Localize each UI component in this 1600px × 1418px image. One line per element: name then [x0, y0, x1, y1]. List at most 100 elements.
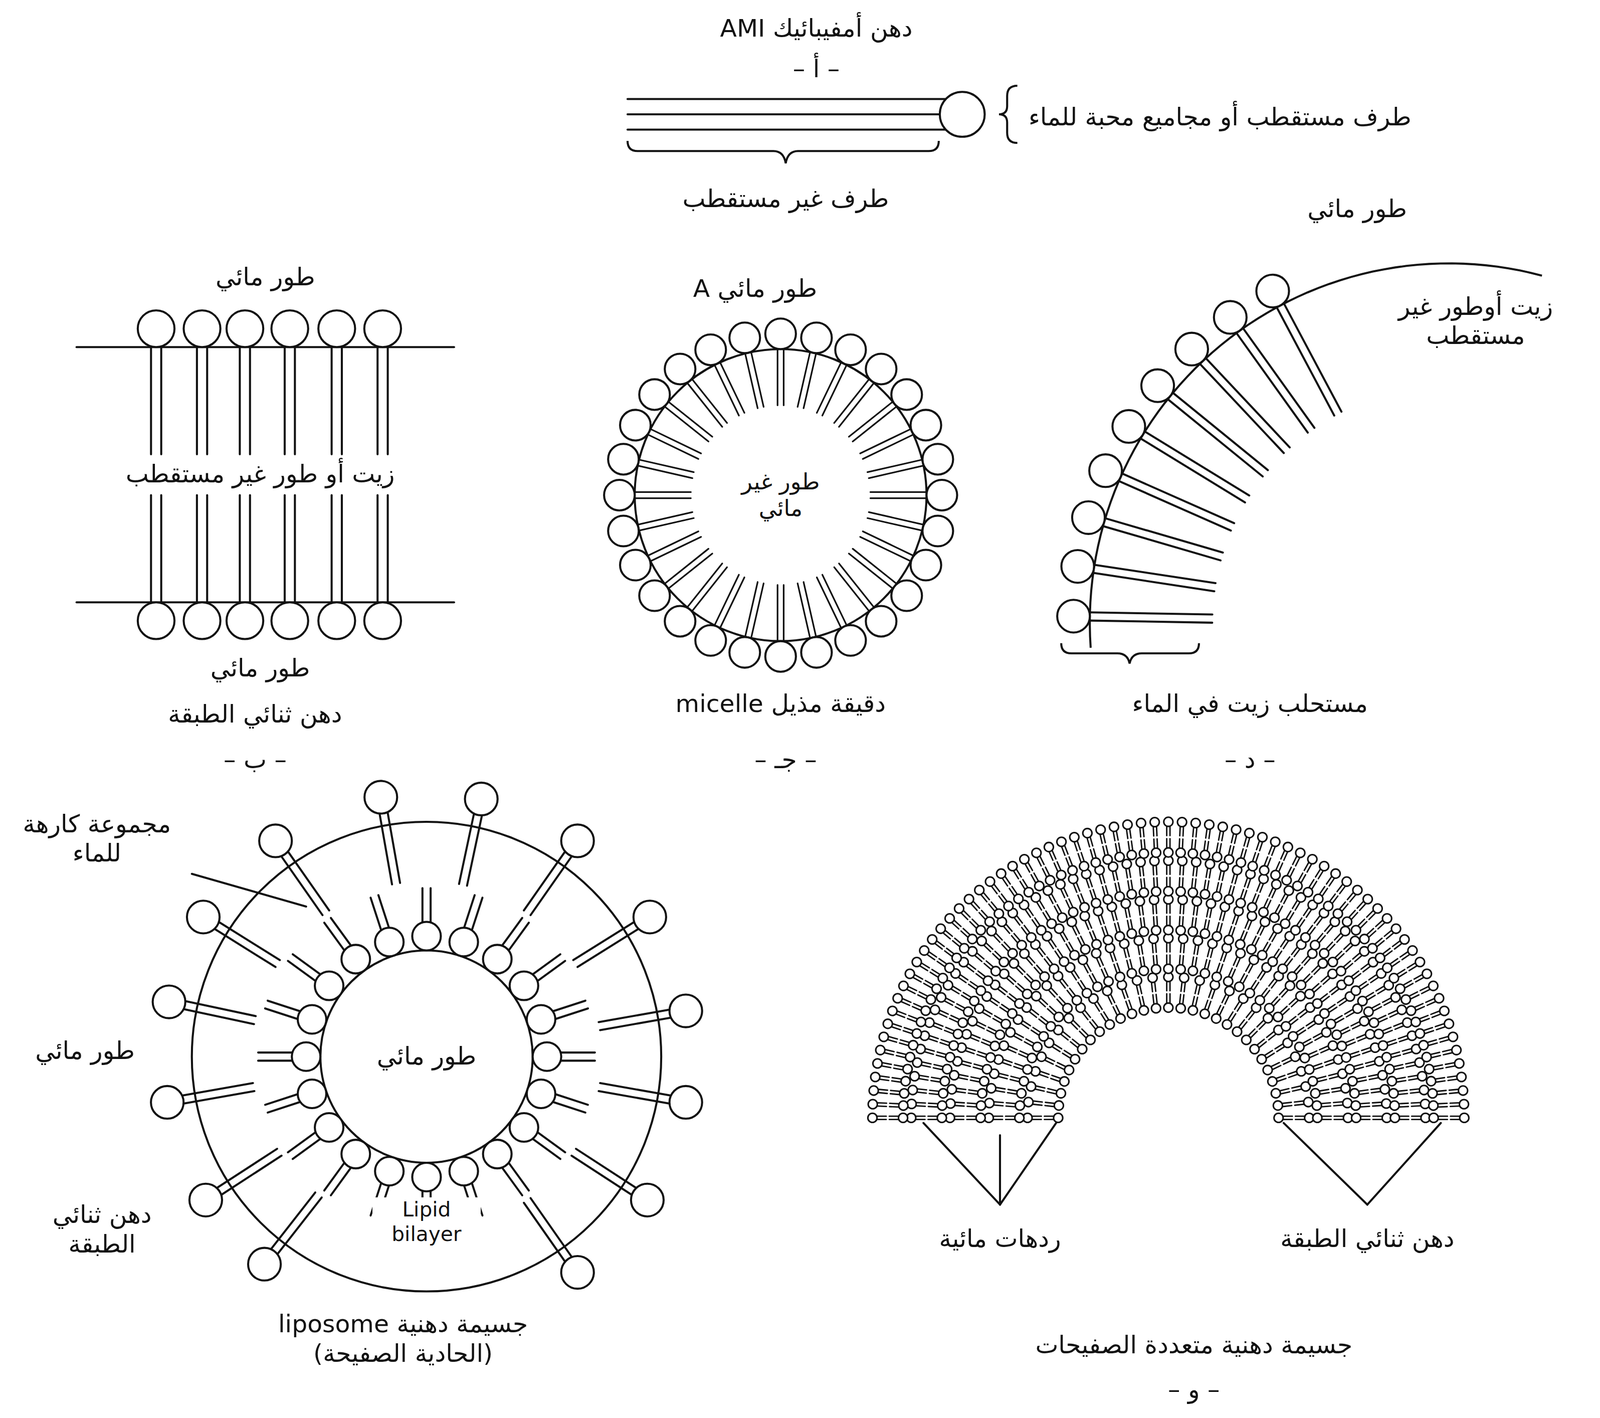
polar-head: [1382, 913, 1392, 923]
line-stroke: [967, 1102, 977, 1104]
line-stroke: [1179, 993, 1181, 1004]
polar-head: [944, 913, 954, 923]
polar-head: [1312, 1100, 1322, 1110]
line-stroke: [1436, 1080, 1446, 1083]
line-stroke: [1228, 845, 1231, 855]
line-stroke: [991, 901, 998, 909]
line-stroke: [933, 1067, 943, 1070]
line-stroke: [1351, 1021, 1360, 1026]
polar-head: [1456, 1072, 1466, 1082]
line-stroke: [1154, 981, 1156, 991]
line-stroke: [1240, 848, 1244, 858]
line-stroke: [1295, 1115, 1305, 1117]
polar-head: [1428, 980, 1438, 990]
line-stroke: [1346, 1042, 1356, 1046]
polar-head: [1023, 1064, 1033, 1074]
line-stroke: [966, 965, 974, 972]
line-stroke: [664, 406, 709, 442]
line-stroke: [1167, 398, 1264, 477]
polar-head: [1082, 987, 1092, 997]
polar-head: [990, 1041, 1000, 1051]
line-stroke: [1155, 993, 1157, 1004]
polar-head: [561, 824, 594, 857]
line-stroke: [1414, 974, 1423, 979]
line-stroke: [1089, 877, 1093, 887]
polar-head: [1212, 891, 1222, 901]
line-stroke: [627, 113, 940, 116]
line-stroke: [1152, 943, 1154, 953]
line-stroke: [1013, 870, 1019, 879]
line-stroke: [919, 1075, 929, 1077]
polar-head: [1380, 1084, 1390, 1094]
line-stroke: [292, 1138, 320, 1159]
polar-head: [1273, 1100, 1283, 1110]
line-stroke: [927, 1118, 937, 1120]
polar-head: [996, 868, 1006, 878]
polar-head: [1019, 854, 1029, 864]
line-stroke: [1296, 966, 1303, 974]
line-stroke: [944, 1030, 953, 1034]
line-stroke: [561, 1059, 595, 1062]
line-stroke: [1002, 1062, 1012, 1066]
polar-head: [891, 378, 922, 410]
polar-head: [620, 549, 651, 580]
line-stroke: [1334, 1115, 1344, 1117]
line-stroke: [555, 1094, 588, 1105]
line-stroke: [891, 1026, 901, 1030]
polar-head: [1069, 832, 1079, 842]
polar-head: [1350, 935, 1360, 945]
line-stroke: [1140, 917, 1142, 927]
polar-head: [974, 885, 984, 895]
polar-head: [318, 310, 355, 347]
polar-head: [226, 602, 264, 639]
line-stroke: [1126, 829, 1128, 839]
line-stroke: [206, 494, 209, 603]
polar-head: [1426, 1076, 1436, 1086]
line-stroke: [981, 910, 988, 918]
line-stroke: [1280, 850, 1285, 859]
line-stroke: [882, 1062, 892, 1064]
line-stroke: [933, 1025, 942, 1030]
line-stroke: [1321, 975, 1329, 982]
line-stroke: [1045, 1105, 1055, 1107]
polar-head: [1344, 975, 1354, 985]
line-stroke: [687, 382, 723, 428]
polar-head: [916, 1017, 926, 1027]
line-stroke: [1003, 1059, 1013, 1063]
polar-head: [729, 322, 760, 353]
line-stroke: [1256, 840, 1260, 850]
line-stroke: [1450, 1101, 1460, 1104]
line-stroke: [931, 1077, 941, 1079]
line-stroke: [502, 1167, 522, 1195]
line-stroke: [1360, 983, 1368, 989]
line-stroke: [839, 563, 875, 608]
line-stroke: [1292, 1088, 1302, 1091]
polar-head: [271, 602, 309, 639]
line-stroke: [1047, 1091, 1057, 1094]
polar-head: [1151, 964, 1161, 974]
line-stroke: [928, 1105, 938, 1108]
line-stroke: [993, 1104, 1004, 1106]
polar-head: [765, 641, 796, 672]
polar-head: [1295, 848, 1305, 858]
line-stroke: [1400, 951, 1408, 957]
line-stroke: [901, 1001, 910, 1006]
line-stroke: [1178, 838, 1181, 848]
line-stroke: [1123, 948, 1126, 958]
polar-head: [186, 900, 220, 933]
line-stroke: [1209, 829, 1211, 839]
line-stroke: [1247, 878, 1251, 888]
line-stroke: [664, 548, 709, 584]
line-stroke: [1066, 900, 1071, 909]
phase-label: زيت أو طور غير مستقطب: [122, 459, 398, 490]
line-stroke: [634, 491, 691, 493]
line-stroke: [1090, 849, 1093, 859]
polar-head: [1079, 902, 1089, 912]
line-stroke: [923, 1122, 1000, 1205]
line-stroke: [1210, 908, 1213, 918]
line-stroke: [1045, 866, 1050, 875]
polar-head: [1027, 1053, 1037, 1063]
line-stroke: [149, 346, 152, 455]
line-stroke: [1047, 1088, 1057, 1091]
polar-head: [1304, 988, 1314, 998]
